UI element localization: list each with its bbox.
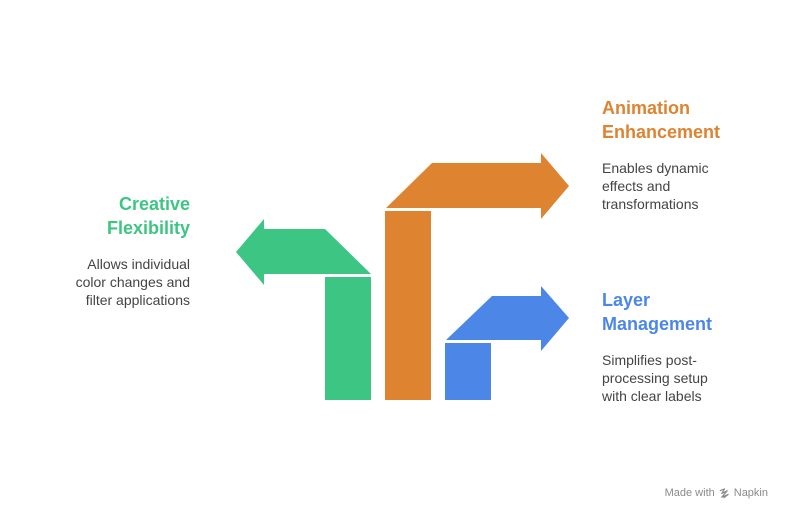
animation-enhancement-description: Enables dynamic effects and transformati… [602, 160, 709, 212]
animation-enhancement-title: Animation Enhancement [602, 98, 721, 142]
creative-flexibility-title: Creative Flexibility [106, 194, 190, 238]
animation-enhancement-arrow [385, 153, 569, 400]
footer-brand: Napkin [733, 487, 768, 499]
made-with-napkin-footer[interactable]: Made with Napkin [665, 487, 768, 499]
napkin-logo-icon [719, 487, 729, 499]
layer-management-title: Layer Management [602, 290, 713, 334]
layer-management-arrow [445, 286, 569, 400]
creative-flexibility-arrow [236, 219, 371, 400]
creative-flexibility-description: Allows individual color changes and filt… [75, 256, 190, 308]
layer-management-description: Simplifies post- processing setup with c… [602, 352, 708, 404]
footer-text: Made with [664, 487, 715, 499]
